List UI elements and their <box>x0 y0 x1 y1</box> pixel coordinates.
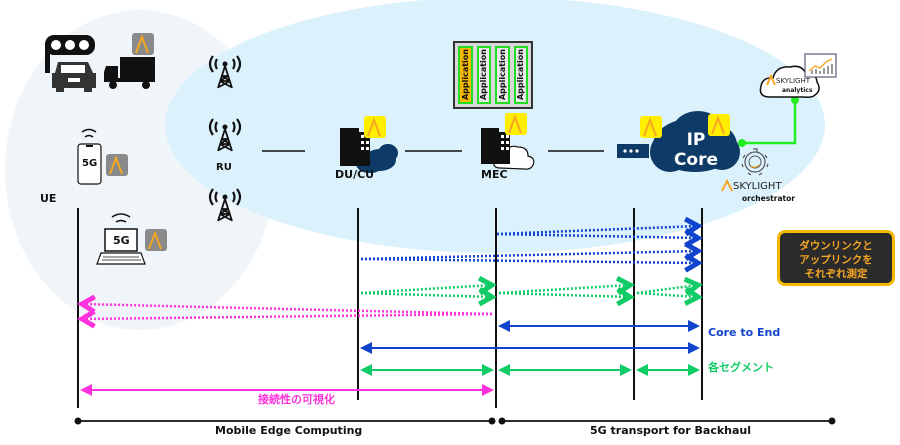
connectivity-label: 接続性の可視化 <box>258 393 335 406</box>
car-icon <box>52 62 96 92</box>
footer-dot <box>828 417 836 425</box>
flow-connectivity-1 <box>77 294 493 316</box>
analytics-link-dot <box>738 139 746 147</box>
ru-label: RU <box>216 162 232 173</box>
laptop-5g-label: 5G <box>113 234 130 247</box>
application-slot: Application <box>513 46 528 104</box>
application-slot: Application <box>458 46 473 104</box>
flow-seg3-b <box>636 286 703 306</box>
application-slot: Application <box>476 46 491 104</box>
mec-building-icon <box>481 128 535 170</box>
flow-ducu-core-2 <box>360 253 703 273</box>
flow-seg1-a <box>360 276 497 296</box>
test-agent-badge-ducu <box>364 116 386 138</box>
ip-core-label-line2: Core <box>673 150 719 170</box>
legend-line: ダウンリンクと <box>799 240 873 252</box>
legend-line: アップリンクを <box>799 254 873 266</box>
segments-label: 各セグメント <box>708 361 774 374</box>
application-slot: Application <box>495 46 510 104</box>
footer-mec-label: Mobile Edge Computing <box>215 424 363 437</box>
flow-seg2-b <box>498 287 635 307</box>
flow-mec-core-2 <box>496 228 703 248</box>
analytics-link-dot <box>791 96 799 104</box>
skylight-orchestrator-brand: SKYLIGHT <box>733 181 782 192</box>
phone-5g-label: 5G <box>82 158 98 169</box>
traffic-light-icon <box>45 35 95 73</box>
test-agent-badge-phone <box>106 154 128 176</box>
ip-core-label-line1: IP <box>686 130 706 150</box>
ducu-label: DU/CU <box>335 168 375 181</box>
skylight-analytics-brand: SKYLIGHT <box>776 77 810 85</box>
flow-seg2-a <box>498 276 635 296</box>
transport-switch-icon <box>617 144 649 158</box>
skylight-orchestrator-sub: orchestrator <box>742 194 795 203</box>
radio-tower-icon <box>208 118 242 152</box>
test-agent-badge-transport <box>640 116 662 138</box>
laptop-icon <box>96 213 146 265</box>
ue-label: UE <box>40 192 57 205</box>
application-rack: Application Application Application Appl… <box>453 41 533 109</box>
measurement-legend-box: ダウンリンクと アップリンクを それぞれ測定 <box>777 230 895 286</box>
footer-dot <box>488 417 496 425</box>
test-agent-badge-laptop <box>145 229 167 251</box>
orchestrator-gear-icon <box>741 148 769 176</box>
truck-icon <box>104 57 155 89</box>
flow-ducu-core-1 <box>360 241 703 261</box>
flow-connectivity-2 <box>77 309 493 329</box>
flow-seg3-a <box>636 276 703 297</box>
chart-trend-icon <box>804 53 837 78</box>
skylight-analytics-sub: analytics <box>782 87 813 94</box>
footer-backhaul-label: 5G transport for Backhaul <box>590 424 752 437</box>
ip-core-label: IP Core <box>660 130 732 170</box>
network-area-bubble <box>165 0 825 253</box>
flow-seg1-b <box>360 287 497 307</box>
test-agent-badge-vehicle <box>132 33 154 55</box>
smartphone-icon <box>77 128 102 185</box>
footer-dot <box>74 417 82 425</box>
ducu-building-icon <box>340 128 398 173</box>
flow-mec-core-1 <box>496 216 703 237</box>
footer-dot <box>498 417 506 425</box>
radio-tower-icon <box>208 188 242 222</box>
mec-label: MEC <box>481 168 508 181</box>
analytics-link <box>742 100 797 145</box>
legend-line: それぞれ測定 <box>804 268 868 280</box>
radio-tower-icon <box>208 55 242 89</box>
core-to-end-label: Core to End <box>708 326 781 339</box>
test-agent-badge-mec <box>505 113 527 135</box>
